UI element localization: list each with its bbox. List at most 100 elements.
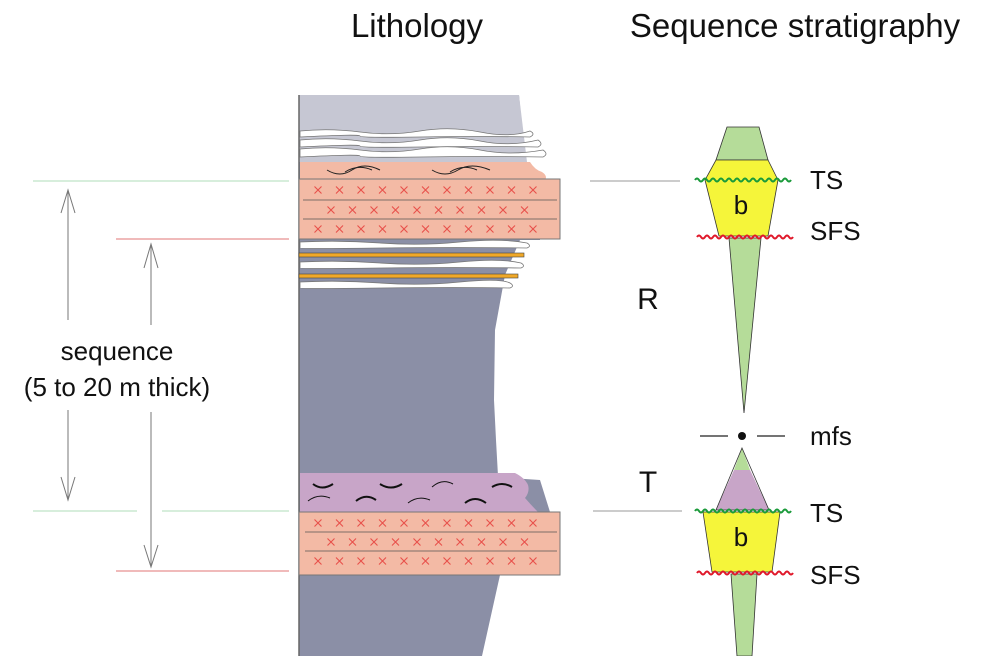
sfs-surface-upper — [696, 234, 794, 240]
cross-mark — [443, 225, 451, 233]
cross-mark — [486, 557, 494, 565]
cross-mark — [507, 519, 516, 527]
cross-mark — [529, 557, 537, 565]
sequence-label: sequence — [61, 336, 174, 366]
silt-lenses-upper — [299, 128, 547, 158]
regressive-label: R — [637, 283, 659, 316]
upper-green-cap — [715, 126, 769, 161]
cross-mark — [391, 206, 400, 214]
arrow-sfs-to-sfs — [143, 242, 159, 569]
ts-surface-lower — [694, 508, 792, 514]
cross-mark — [378, 519, 387, 527]
sfs-label-upper: SFS — [810, 216, 861, 246]
cross-mark — [499, 206, 507, 214]
cross-mark — [520, 538, 529, 546]
cross-mark — [357, 186, 365, 194]
cross-mark — [499, 538, 507, 546]
cross-mark — [335, 519, 344, 527]
cross-mark — [464, 225, 473, 233]
mfs-dot — [738, 432, 746, 440]
ripple-marks-lower — [307, 481, 513, 504]
transgressive-purple — [716, 470, 769, 510]
cross-mark — [456, 538, 464, 546]
cross-mark — [378, 225, 387, 233]
cross-mark — [464, 186, 473, 194]
cross-mark — [314, 186, 322, 194]
cross-mark — [464, 519, 473, 527]
cross-mark — [335, 186, 344, 194]
cross-mark — [477, 538, 486, 546]
cross-mark — [400, 186, 408, 194]
cross-marks-upper — [314, 186, 537, 233]
cross-mark — [529, 186, 537, 194]
cross-mark — [520, 206, 529, 214]
cross-mark — [486, 186, 494, 194]
cross-mark — [378, 186, 387, 194]
transgressive-label: T — [639, 466, 657, 499]
cross-mark — [421, 225, 430, 233]
header-lithology: Lithology — [351, 7, 484, 44]
silt-lenses-lower — [299, 239, 530, 289]
cross-mark — [327, 206, 335, 214]
sequence-guides: sequence (5 to 20 m thick) — [24, 180, 289, 572]
cross-mark — [507, 186, 516, 194]
cross-mark — [400, 519, 408, 527]
cross-mark — [335, 225, 344, 233]
cross-mark — [400, 225, 408, 233]
cross-mark — [421, 557, 430, 565]
cross-mark — [348, 206, 357, 214]
cross-mark — [486, 519, 494, 527]
mfs-label: mfs — [810, 421, 852, 451]
cross-mark — [443, 186, 451, 194]
lower-green-base — [730, 573, 758, 656]
orange-bed-2 — [298, 273, 519, 279]
lithology-column — [298, 95, 561, 656]
cross-mark — [456, 206, 464, 214]
regressive-taper — [728, 237, 762, 414]
cross-mark — [529, 225, 537, 233]
cross-mark — [314, 557, 322, 565]
cross-mark — [314, 225, 322, 233]
cross-mark — [391, 538, 400, 546]
ts-label-upper: TS — [810, 165, 843, 195]
arrow-ts-to-ts — [60, 188, 76, 502]
ts-surface-upper — [694, 177, 792, 183]
cross-mark — [507, 557, 516, 565]
cross-mark — [507, 225, 516, 233]
cross-mark — [370, 206, 378, 214]
cross-marks-lower — [314, 519, 537, 565]
header-sequence-stratigraphy: Sequence stratigraphy — [630, 7, 961, 44]
cross-mark — [348, 538, 357, 546]
ripple-marks-upper — [326, 165, 491, 175]
cross-mark — [413, 206, 421, 214]
sequence-thickness-label: (5 to 20 m thick) — [24, 372, 210, 402]
cross-mark — [357, 225, 365, 233]
sequence-stratigraphy-column: b b TS SFS mfs TS SFS R T — [637, 126, 861, 656]
cross-mark — [335, 557, 344, 565]
cross-mark — [421, 519, 430, 527]
cross-mark — [314, 519, 322, 527]
cross-mark — [357, 557, 365, 565]
cross-mark — [378, 557, 387, 565]
sfs-surface-lower — [696, 570, 794, 576]
cross-mark — [477, 206, 486, 214]
cross-mark — [443, 519, 451, 527]
cross-mark — [421, 186, 430, 194]
cross-mark — [529, 519, 537, 527]
cross-mark — [357, 519, 365, 527]
upper-sandstone-bed — [298, 178, 561, 240]
orange-bed-1 — [298, 252, 525, 258]
bed-label-upper-b: b — [734, 190, 748, 220]
cross-mark — [400, 557, 408, 565]
cross-mark — [327, 538, 335, 546]
transgressive-green-tip — [734, 448, 750, 470]
ts-label-lower: TS — [810, 498, 843, 528]
cross-mark — [413, 538, 421, 546]
cross-mark — [370, 538, 378, 546]
cross-mark — [464, 557, 473, 565]
cross-mark — [486, 225, 494, 233]
cross-mark — [443, 557, 451, 565]
cross-mark — [434, 538, 443, 546]
sfs-label-lower: SFS — [810, 560, 861, 590]
